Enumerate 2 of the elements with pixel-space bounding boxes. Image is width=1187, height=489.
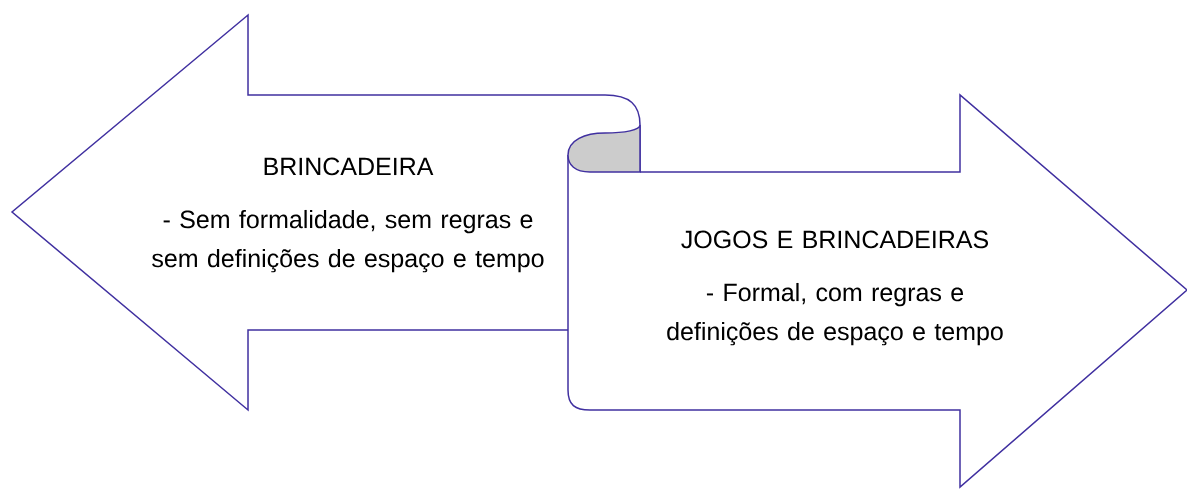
node-label: JOGOS E BRINCADEIRAS — [681, 230, 989, 249]
node-label: - Formal, com regras e definições de espaço e tempo — [667, 282, 1003, 346]
